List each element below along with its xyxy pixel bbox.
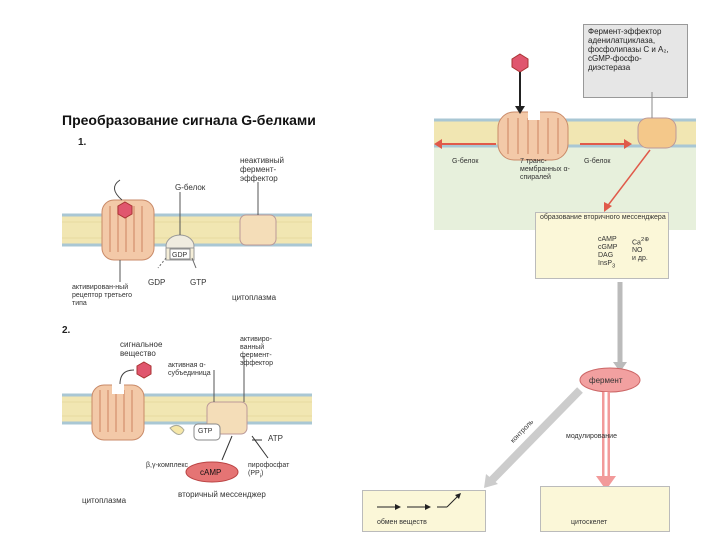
messenger-col-2: Ca2⊕ NO и др. <box>632 237 650 263</box>
cytoplasm-label-1: цитоплазма <box>232 293 277 302</box>
gtp-label-2: GTP <box>198 428 213 435</box>
page-title: Преобразование сигнала G-белками <box>62 112 316 128</box>
metabolism-box: обмен веществ <box>362 490 486 532</box>
modulation-label: модулирование <box>566 433 617 440</box>
g-protein-label-1: G-белок <box>175 183 206 192</box>
receptor-2 <box>91 380 145 441</box>
pyrophosphate-label: пирофосфат (PPi) <box>248 462 290 480</box>
enzyme-label: фермент <box>589 376 623 385</box>
panel-2-number: 2. <box>62 325 71 336</box>
panel-1-diagram <box>62 179 312 282</box>
helices-label: 7 транс-мембранных α-спиралей <box>520 158 570 181</box>
active-alpha-label: активная α-субъединица <box>168 362 211 377</box>
camp-oval <box>185 461 239 483</box>
receptor-1 <box>101 199 155 261</box>
signal-label: сигнальное вещество <box>120 340 163 358</box>
second-messenger-label: вторичный мессенджер <box>178 490 266 499</box>
messenger-col-1: cAMP cGMP DAG InsP3 <box>598 236 618 270</box>
cytoskeleton-box: цитоскелет <box>540 486 670 532</box>
hormone-icon-1 <box>117 201 133 219</box>
camp-label: cAMP <box>200 468 222 477</box>
gdp-label-1: GDP <box>148 278 166 287</box>
g-protein-left-label: G-белок <box>452 158 479 165</box>
right-receptor <box>497 106 569 161</box>
beta-gamma-label: β,γ-комплекс <box>146 462 189 469</box>
second-messenger-panel <box>535 212 669 279</box>
gdp-box-label: GDP <box>172 252 188 259</box>
metabolism-label: обмен веществ <box>377 519 427 526</box>
panel-1-number: 1. <box>78 137 87 148</box>
hormone-icon-2 <box>136 361 152 379</box>
cytoskeleton-label: цитоскелет <box>571 519 608 526</box>
right-diagram <box>434 53 696 505</box>
receptor-label-1: активирован-ный рецептор третьего типа <box>72 284 133 307</box>
atp-label: ATP <box>268 434 283 443</box>
cytoplasm-label-2: цитоплазма <box>82 496 127 505</box>
gtp-label-1: GTP <box>190 278 207 287</box>
active-effector-label: активиро-ванный фермент-эффектор <box>240 336 274 367</box>
metabolism-arrows <box>377 493 461 510</box>
right-effector <box>637 117 677 149</box>
right-hormone-icon <box>511 53 529 73</box>
inactive-effector-label: неактивный фермент-эффектор <box>240 156 284 183</box>
effector-callout: Фермент-эффектор аденилатциклаза, фосфол… <box>583 24 688 98</box>
g-protein-1 <box>165 234 195 261</box>
alpha-subunit <box>193 423 221 441</box>
g-protein-right-label: G-белок <box>584 158 611 165</box>
panel-2-diagram <box>62 356 312 483</box>
second-messenger-title: образование вторичного мессенджера <box>540 214 666 221</box>
